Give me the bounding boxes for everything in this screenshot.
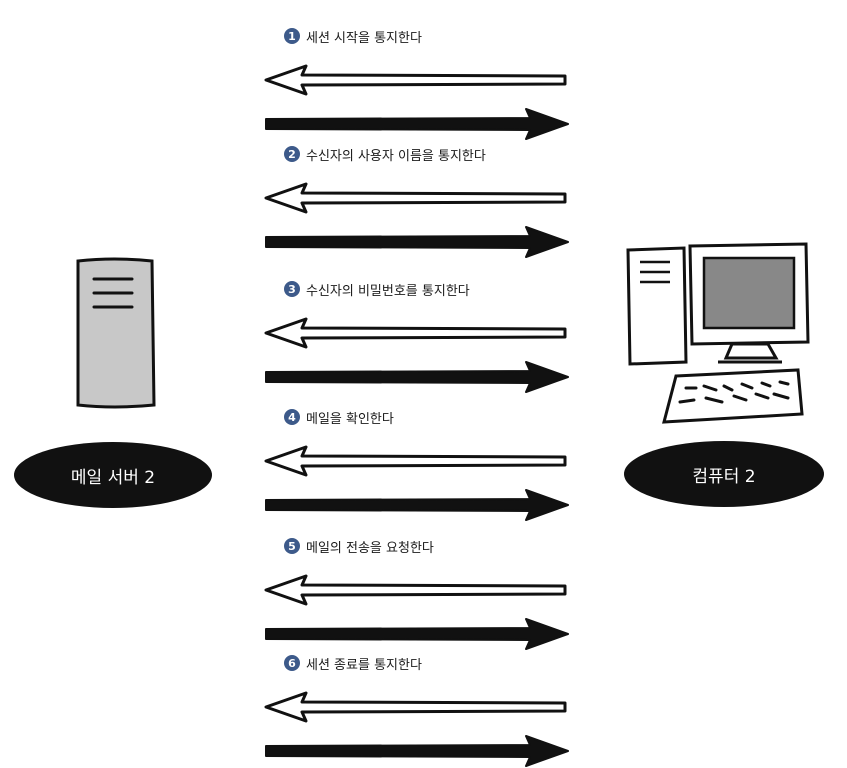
- step-number-badge: 4: [284, 409, 300, 425]
- left-arrow-icon: [264, 182, 567, 214]
- step-text: 세션 종료를 통지한다: [306, 657, 422, 673]
- step-text: 수신자의 사용자 이름을 통지한다: [306, 148, 486, 164]
- step-number-badge: 3: [284, 281, 300, 297]
- step-number-badge: 6: [284, 655, 300, 671]
- computer-label: 컴퓨터 2: [624, 441, 824, 507]
- mail-server-icon: [76, 257, 156, 409]
- left-arrow-icon: [264, 445, 567, 477]
- right-arrow-icon: [265, 735, 569, 767]
- step-text: 메일의 전송을 요청한다: [306, 540, 434, 556]
- step-6-label: 6 세션 종료를 통지한다: [284, 652, 422, 674]
- left-arrow-icon: [264, 691, 567, 723]
- step-number-badge: 5: [284, 538, 300, 554]
- step-5-label: 5 메일의 전송을 요청한다: [284, 535, 434, 557]
- right-arrow-icon: [265, 108, 569, 140]
- step-text: 수신자의 비밀번호를 통지한다: [306, 283, 470, 299]
- left-arrow-icon: [264, 317, 567, 349]
- step-number-badge: 2: [284, 146, 300, 162]
- step-3-label: 3 수신자의 비밀번호를 통지한다: [284, 278, 470, 300]
- right-arrow-icon: [265, 226, 569, 258]
- step-1-label: 1 세션 시작을 통지한다: [284, 25, 422, 47]
- computer-icon: [626, 242, 810, 424]
- right-arrow-icon: [265, 489, 569, 521]
- step-text: 세션 시작을 통지한다: [306, 30, 422, 46]
- mail-server-label: 메일 서버 2: [14, 442, 212, 508]
- step-text: 메일을 확인한다: [306, 411, 394, 427]
- step-number-badge: 1: [284, 28, 300, 44]
- left-arrow-icon: [264, 64, 567, 96]
- step-4-label: 4 메일을 확인한다: [284, 406, 394, 428]
- right-arrow-icon: [265, 618, 569, 650]
- left-arrow-icon: [264, 574, 567, 606]
- right-arrow-icon: [265, 361, 569, 393]
- step-2-label: 2 수신자의 사용자 이름을 통지한다: [284, 143, 486, 165]
